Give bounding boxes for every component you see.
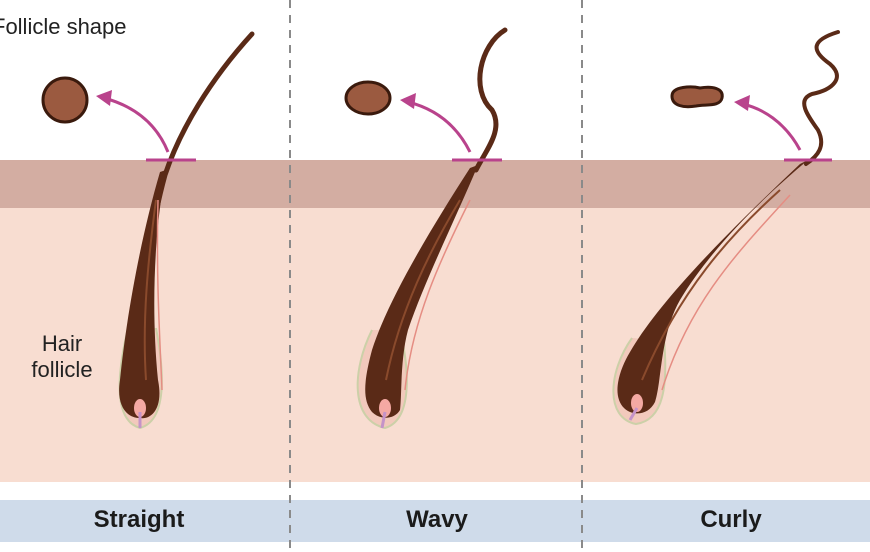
curly-hair-panel [612,30,840,426]
cross-section-flat [670,85,724,109]
arrow-head [734,95,750,111]
hair-shaft [473,27,508,173]
blood-vessel [628,407,639,421]
hair-root-edge [404,199,471,391]
curved-arrow [103,96,170,153]
follicle-shape-label: Follicle shape [0,14,127,39]
cross-section-round [41,76,89,124]
dermal-papilla [631,394,643,412]
arrow-head [96,90,112,106]
straight-hair-panel [41,31,255,430]
hair-root-highlight [385,199,461,381]
hair-root-edge [661,194,791,391]
epidermis-layer [0,160,870,208]
wavy-hair-panel [344,27,508,430]
hair-root-highlight [143,199,157,381]
dermal-papilla [379,399,391,417]
hair-root-edge [156,199,163,391]
blood-vessel [380,411,387,429]
hair-type-label-straight: Straight [93,506,185,533]
arrow-head [400,93,416,109]
type-label-band [0,500,870,542]
hair-root [365,165,478,418]
hair-root [119,170,166,419]
cross-section-oval [344,80,392,116]
hair-follicle-label: Hair follicle [22,331,102,383]
hair-root-highlight [641,189,781,381]
curved-arrow [407,100,472,153]
dermal-papilla [134,399,146,417]
hair-follicle-label-line2: follicle [31,357,93,382]
hair-follicle-label-line1: Hair [41,331,83,356]
hair-type-label-wavy: Wavy [406,506,468,533]
curved-arrow [741,102,802,151]
hair-root [617,160,808,414]
hair-type-label-curly: Curly [700,506,762,533]
hair-shaft [802,30,840,166]
